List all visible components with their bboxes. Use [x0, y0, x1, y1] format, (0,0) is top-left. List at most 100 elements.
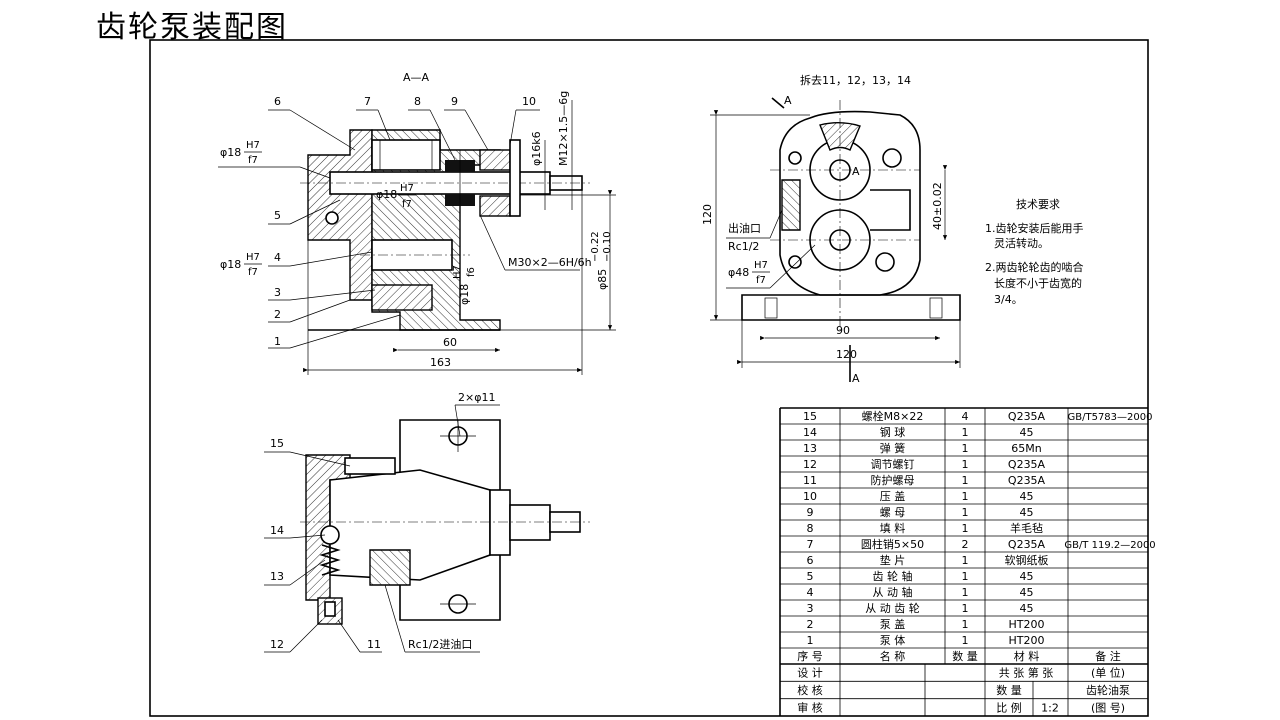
section-mark-inner: A	[852, 165, 860, 178]
bom-row-name: 钢 球	[880, 425, 906, 439]
bom-row-name: 泵 体	[880, 633, 906, 647]
dim-phi16k6: φ16k6	[530, 131, 543, 166]
bom-row-no: 2	[807, 618, 814, 631]
bom-row-no: 10	[803, 490, 817, 503]
bom-row-material: 45	[1020, 426, 1034, 439]
tb-review: 审 核	[797, 700, 823, 714]
bom-row-qty: 1	[962, 458, 969, 471]
bom-row-qty: 1	[962, 506, 969, 519]
callout-14: 14	[270, 524, 284, 537]
bom-row-name: 螺 母	[880, 506, 906, 519]
tb-unit: (单 位)	[1091, 666, 1125, 680]
bom-row-name: 齿 轮 轴	[873, 569, 913, 583]
bom-row-no: 7	[807, 538, 814, 551]
tb-design: 设 计	[797, 667, 823, 680]
bom-row-qty: 4	[962, 410, 969, 423]
holes-label: 2×φ11	[458, 391, 495, 404]
bom-row-note: GB/T 119.2—2000	[1064, 540, 1155, 551]
dim-40: 40±0.02	[931, 182, 944, 230]
fit-den-a: f7	[248, 155, 258, 166]
tech-line-2: 灵活转动。	[994, 236, 1049, 250]
bom-row-material: 软钢纸板	[1005, 553, 1049, 567]
bom-row-no: 5	[807, 570, 814, 583]
tb-scale-label: 比 例	[996, 700, 1022, 714]
callout-13: 13	[270, 570, 284, 583]
section-label: A—A	[403, 71, 430, 84]
bom-row-name: 填 料	[880, 521, 906, 535]
top-view: 2×φ11	[300, 391, 590, 625]
bom-row-material: 45	[1020, 506, 1034, 519]
bom-row-name: 调节螺钉	[871, 458, 915, 471]
bom-row-material: HT200	[1009, 634, 1045, 647]
bom-row-no: 9	[807, 506, 814, 519]
bom-row-no: 15	[803, 410, 817, 423]
callout-9: 9	[451, 95, 458, 108]
bom-header-material: 材 料	[1014, 649, 1040, 663]
tb-product: 齿轮油泵	[1086, 683, 1130, 697]
callout-12: 12	[270, 638, 284, 651]
callout-11: 11	[367, 638, 381, 651]
bom-row-no: 1	[807, 634, 814, 647]
bom-row-material: Q235A	[1008, 458, 1046, 471]
callout-1: 1	[274, 335, 281, 348]
tech-line-1: 1.齿轮安装后能用手	[985, 221, 1084, 235]
fit-num-a: H7	[246, 140, 260, 151]
bom-row-name: 弹 簧	[880, 441, 906, 455]
bom-row-name: 垫 片	[880, 553, 906, 567]
bom-row-material: 45	[1020, 586, 1034, 599]
bom-row-material: Q235A	[1008, 538, 1046, 551]
bom-row-name: 螺栓M8×22	[862, 409, 924, 423]
bom-row-name: 压 盖	[880, 489, 906, 503]
section-view-aa: A—A	[300, 71, 590, 331]
callout-8: 8	[414, 95, 421, 108]
callout-15: 15	[270, 437, 284, 450]
section-mark-bottom: A	[852, 372, 860, 385]
inlet-label: Rc1/2进油口	[408, 637, 472, 651]
callout-4: 4	[274, 251, 281, 264]
fit-num-d: H7	[452, 265, 463, 279]
bom-row-material: 羊毛毡	[1010, 521, 1043, 535]
bom-row-material: 65Mn	[1011, 442, 1041, 455]
bom-header-note: 备 注	[1095, 649, 1121, 663]
bom-row-qty: 1	[962, 490, 969, 503]
bom-row-no: 14	[803, 426, 817, 439]
page-title: 齿轮泵装配图	[96, 10, 288, 45]
tb-scale: 1:2	[1041, 701, 1059, 714]
fit-num-e: H7	[754, 260, 768, 271]
bom-row-qty: 2	[962, 538, 969, 551]
dim-phi48: φ48	[728, 266, 749, 279]
dim-120-h: 120	[836, 348, 857, 361]
bom-row-no: 6	[807, 554, 814, 567]
tech-line-3: 2.两齿轮轮齿的啮合	[985, 260, 1084, 274]
callout-7: 7	[364, 95, 371, 108]
removed-note: 拆去11，12，13，14	[800, 73, 911, 87]
bom-row-no: 3	[807, 602, 814, 615]
fit-phi18-a: φ18	[220, 146, 241, 159]
bom-row-qty: 1	[962, 602, 969, 615]
dim-90: 90	[836, 324, 850, 337]
callout-2: 2	[274, 308, 281, 321]
tech-line-5: 3/4。	[994, 293, 1023, 306]
fit-den-e: f7	[756, 275, 766, 286]
bom-row-qty: 1	[962, 426, 969, 439]
bom-row-qty: 1	[962, 474, 969, 487]
bom-row-name: 从 动 轴	[873, 585, 913, 599]
dim-m30: M30×2—6H/6h	[508, 256, 592, 269]
bom-row-no: 4	[807, 586, 814, 599]
bom-row-name: 泵 盖	[880, 617, 906, 631]
fit-num-b: H7	[400, 183, 414, 194]
dim-163: 163	[430, 356, 451, 369]
bom-row-material: 45	[1020, 602, 1034, 615]
bom-row-no: 8	[807, 522, 814, 535]
bom-row-name: 从 动 齿 轮	[865, 601, 920, 615]
fit-phi18-d: φ18	[458, 284, 471, 305]
bom-row-no: 11	[803, 474, 817, 487]
tech-heading: 技术要求	[1016, 198, 1060, 211]
fit-num-c: H7	[246, 252, 260, 263]
callout-6: 6	[274, 95, 281, 108]
bom-row-qty: 1	[962, 442, 969, 455]
bom-row-material: 45	[1020, 570, 1034, 583]
tb-drawing-no: (图 号)	[1091, 701, 1125, 714]
